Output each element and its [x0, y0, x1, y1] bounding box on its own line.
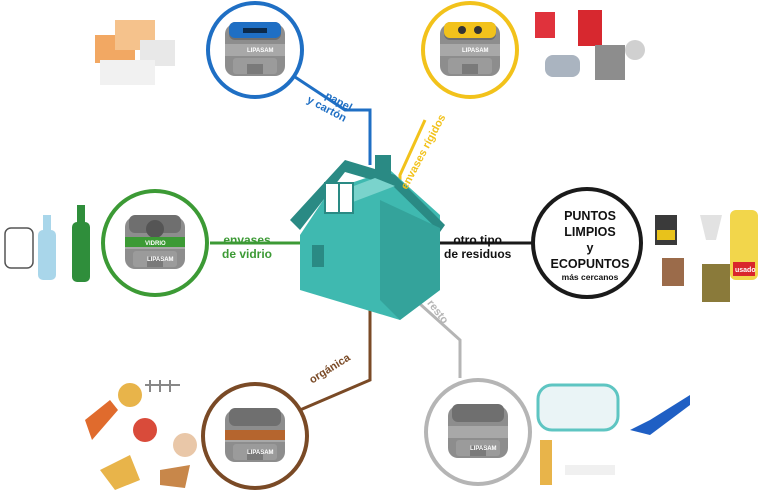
glass-bin-icon: VIDRIO LIPASAM — [125, 215, 185, 269]
other-circle — [531, 187, 643, 299]
paper-connector — [291, 73, 372, 165]
plastic-bin-icon: LIPASAM — [440, 22, 500, 76]
oil-bottle-tag: usado — [735, 267, 756, 274]
rest-bin-brand: LIPASAM — [470, 446, 497, 452]
paper-bin-brand: LIPASAM — [247, 48, 274, 54]
center-line4: ECOPUNTOS — [550, 257, 630, 271]
glass-label-line1: envases — [223, 233, 271, 247]
center-line1: PUNTOS — [564, 209, 616, 223]
organic-waste-icon — [85, 380, 197, 490]
rest-items-icon — [536, 383, 690, 485]
glass-label-line2: de vidrio — [222, 247, 273, 261]
paper-bin-icon: LIPASAM — [225, 22, 285, 76]
other-label-line2: de residuos — [444, 247, 512, 261]
clean-points-text: PUNTOS LIMPIOS y ECOPUNTOS más cercanos — [540, 208, 640, 283]
plastic-bin-brand: LIPASAM — [462, 48, 489, 54]
cardboard-boxes-icon — [95, 20, 175, 85]
center-line5: más cercanos — [561, 272, 619, 282]
other-items-icon: usado — [655, 210, 758, 302]
glass-bin-brand: LIPASAM — [147, 257, 174, 263]
glass-label: envases de vidrio — [222, 233, 272, 261]
center-line3: y — [586, 241, 594, 255]
organic-bin-icon: LIPASAM — [225, 408, 285, 462]
other-label-line1: otro tipo — [453, 233, 502, 247]
other-label: otro tipo de residuos — [444, 233, 511, 261]
organic-connector — [299, 310, 372, 412]
rest-connector — [408, 293, 462, 378]
plastic-items-icon — [535, 10, 645, 80]
house-icon — [290, 155, 445, 320]
glass-bottles-icon — [4, 205, 90, 282]
rest-bin-icon: LIPASAM — [448, 404, 508, 458]
glass-bin-tag: VIDRIO — [145, 241, 166, 247]
organic-bin-brand: LIPASAM — [247, 450, 274, 456]
center-line2: LIMPIOS — [564, 225, 616, 239]
